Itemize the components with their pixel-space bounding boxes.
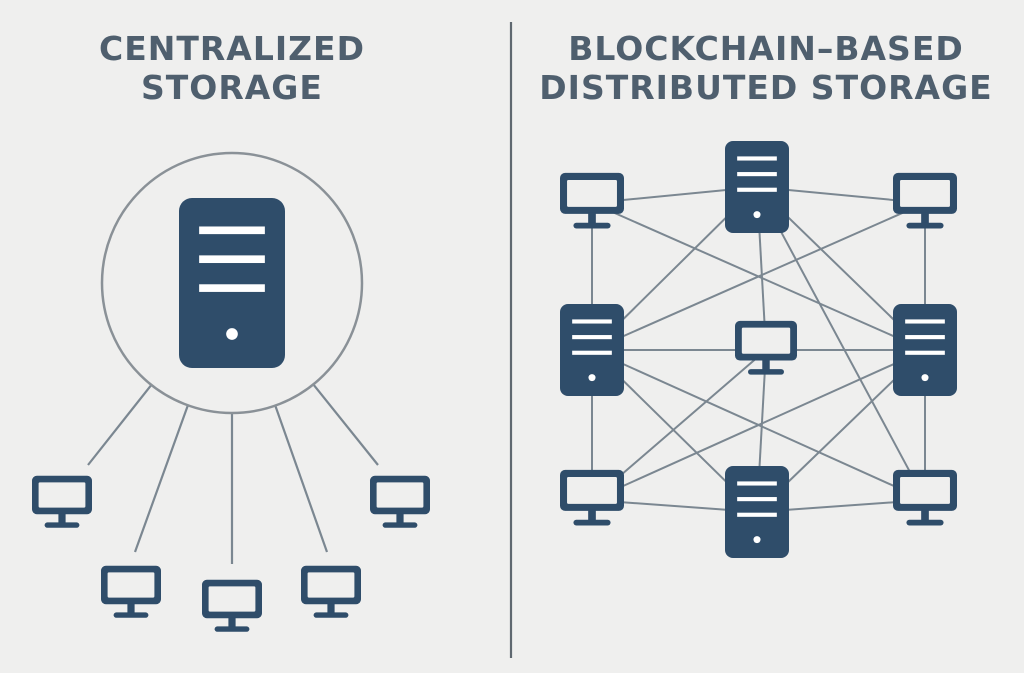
- client-connection-line: [274, 405, 329, 553]
- centralized-title-line1: CENTRALIZED: [98, 29, 365, 68]
- node-c-monitor-icon: [735, 320, 797, 375]
- centralized-hub-boundary: [100, 151, 364, 415]
- peer-connection-line: [591, 202, 926, 351]
- client-monitor-icon: [202, 579, 262, 632]
- peer-connection-line: [591, 349, 926, 501]
- centralized-storage-title: CENTRALIZED STORAGE: [52, 29, 412, 108]
- node-br-monitor-icon: [893, 469, 957, 526]
- node-tl-monitor-icon: [560, 172, 624, 229]
- centralized-connections: [87, 383, 379, 564]
- node-bl-monitor-icon: [560, 469, 624, 526]
- central-server-icon: [179, 198, 285, 368]
- client-monitor-icon: [301, 565, 361, 618]
- client-connection-line: [133, 404, 189, 553]
- client-connection-line: [87, 384, 153, 466]
- centralized-nodes: [32, 198, 430, 632]
- node-bc-server-icon: [725, 466, 789, 558]
- client-monitor-icon: [101, 565, 161, 618]
- node-tr-monitor-icon: [893, 172, 957, 229]
- client-monitor-icon: [32, 475, 92, 528]
- client-connection-line: [312, 383, 379, 466]
- distributed-nodes: [560, 141, 957, 558]
- distributed-title-line2: DISTRIBUTED STORAGE: [539, 67, 993, 107]
- distributed-title-line1: BLOCKCHAIN–BASED: [568, 29, 964, 68]
- centralized-title-line2: STORAGE: [141, 67, 323, 107]
- node-ml-server-icon: [560, 304, 624, 396]
- node-tc-server-icon: [725, 141, 789, 233]
- peer-connection-line: [756, 186, 926, 501]
- distributed-storage-title: BLOCKCHAIN–BASED DISTRIBUTED STORAGE: [522, 29, 1010, 108]
- client-monitor-icon: [370, 475, 430, 528]
- node-mr-server-icon: [893, 304, 957, 396]
